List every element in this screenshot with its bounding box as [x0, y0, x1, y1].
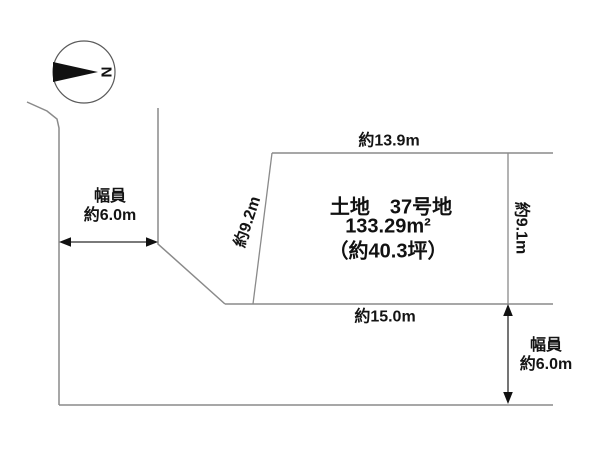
dimension-right: 約9.1m	[512, 201, 530, 255]
parcel-name: 土地 37号地	[329, 196, 453, 219]
road-left-inner-edge	[157, 108, 226, 305]
dimension-top: 約13.9m	[358, 132, 420, 150]
bottom-road-width-arrowhead-bottom	[503, 392, 513, 404]
bottom-road-width-label: 幅員 約6.0m	[520, 336, 572, 374]
left-road-width-label-line2: 約6.0m	[83, 207, 137, 224]
left-road-width-arrowhead-right	[146, 237, 158, 247]
left-road-width-arrowhead-left	[59, 237, 71, 247]
parcel-area-m2: 133.29m²	[345, 215, 431, 238]
left-road-width-label-line1: 幅員	[93, 188, 127, 205]
parcel-area-tsubo: （約40.3坪）	[328, 240, 448, 263]
compass-needle-icon	[53, 62, 98, 82]
bottom-road-width-label-line1: 幅員	[529, 337, 563, 354]
bottom-road-width-label-line2: 約6.0m	[519, 356, 573, 373]
bottom-road-width-arrowhead-top	[503, 304, 513, 316]
road-left-outer-edge	[26, 101, 60, 405]
compass-north-label: N	[97, 66, 115, 78]
left-road-width-label: 幅員 約6.0m	[84, 187, 136, 225]
parcel-left-slant-edge	[252, 152, 273, 305]
dimension-bottom: 約15.0m	[354, 308, 416, 326]
